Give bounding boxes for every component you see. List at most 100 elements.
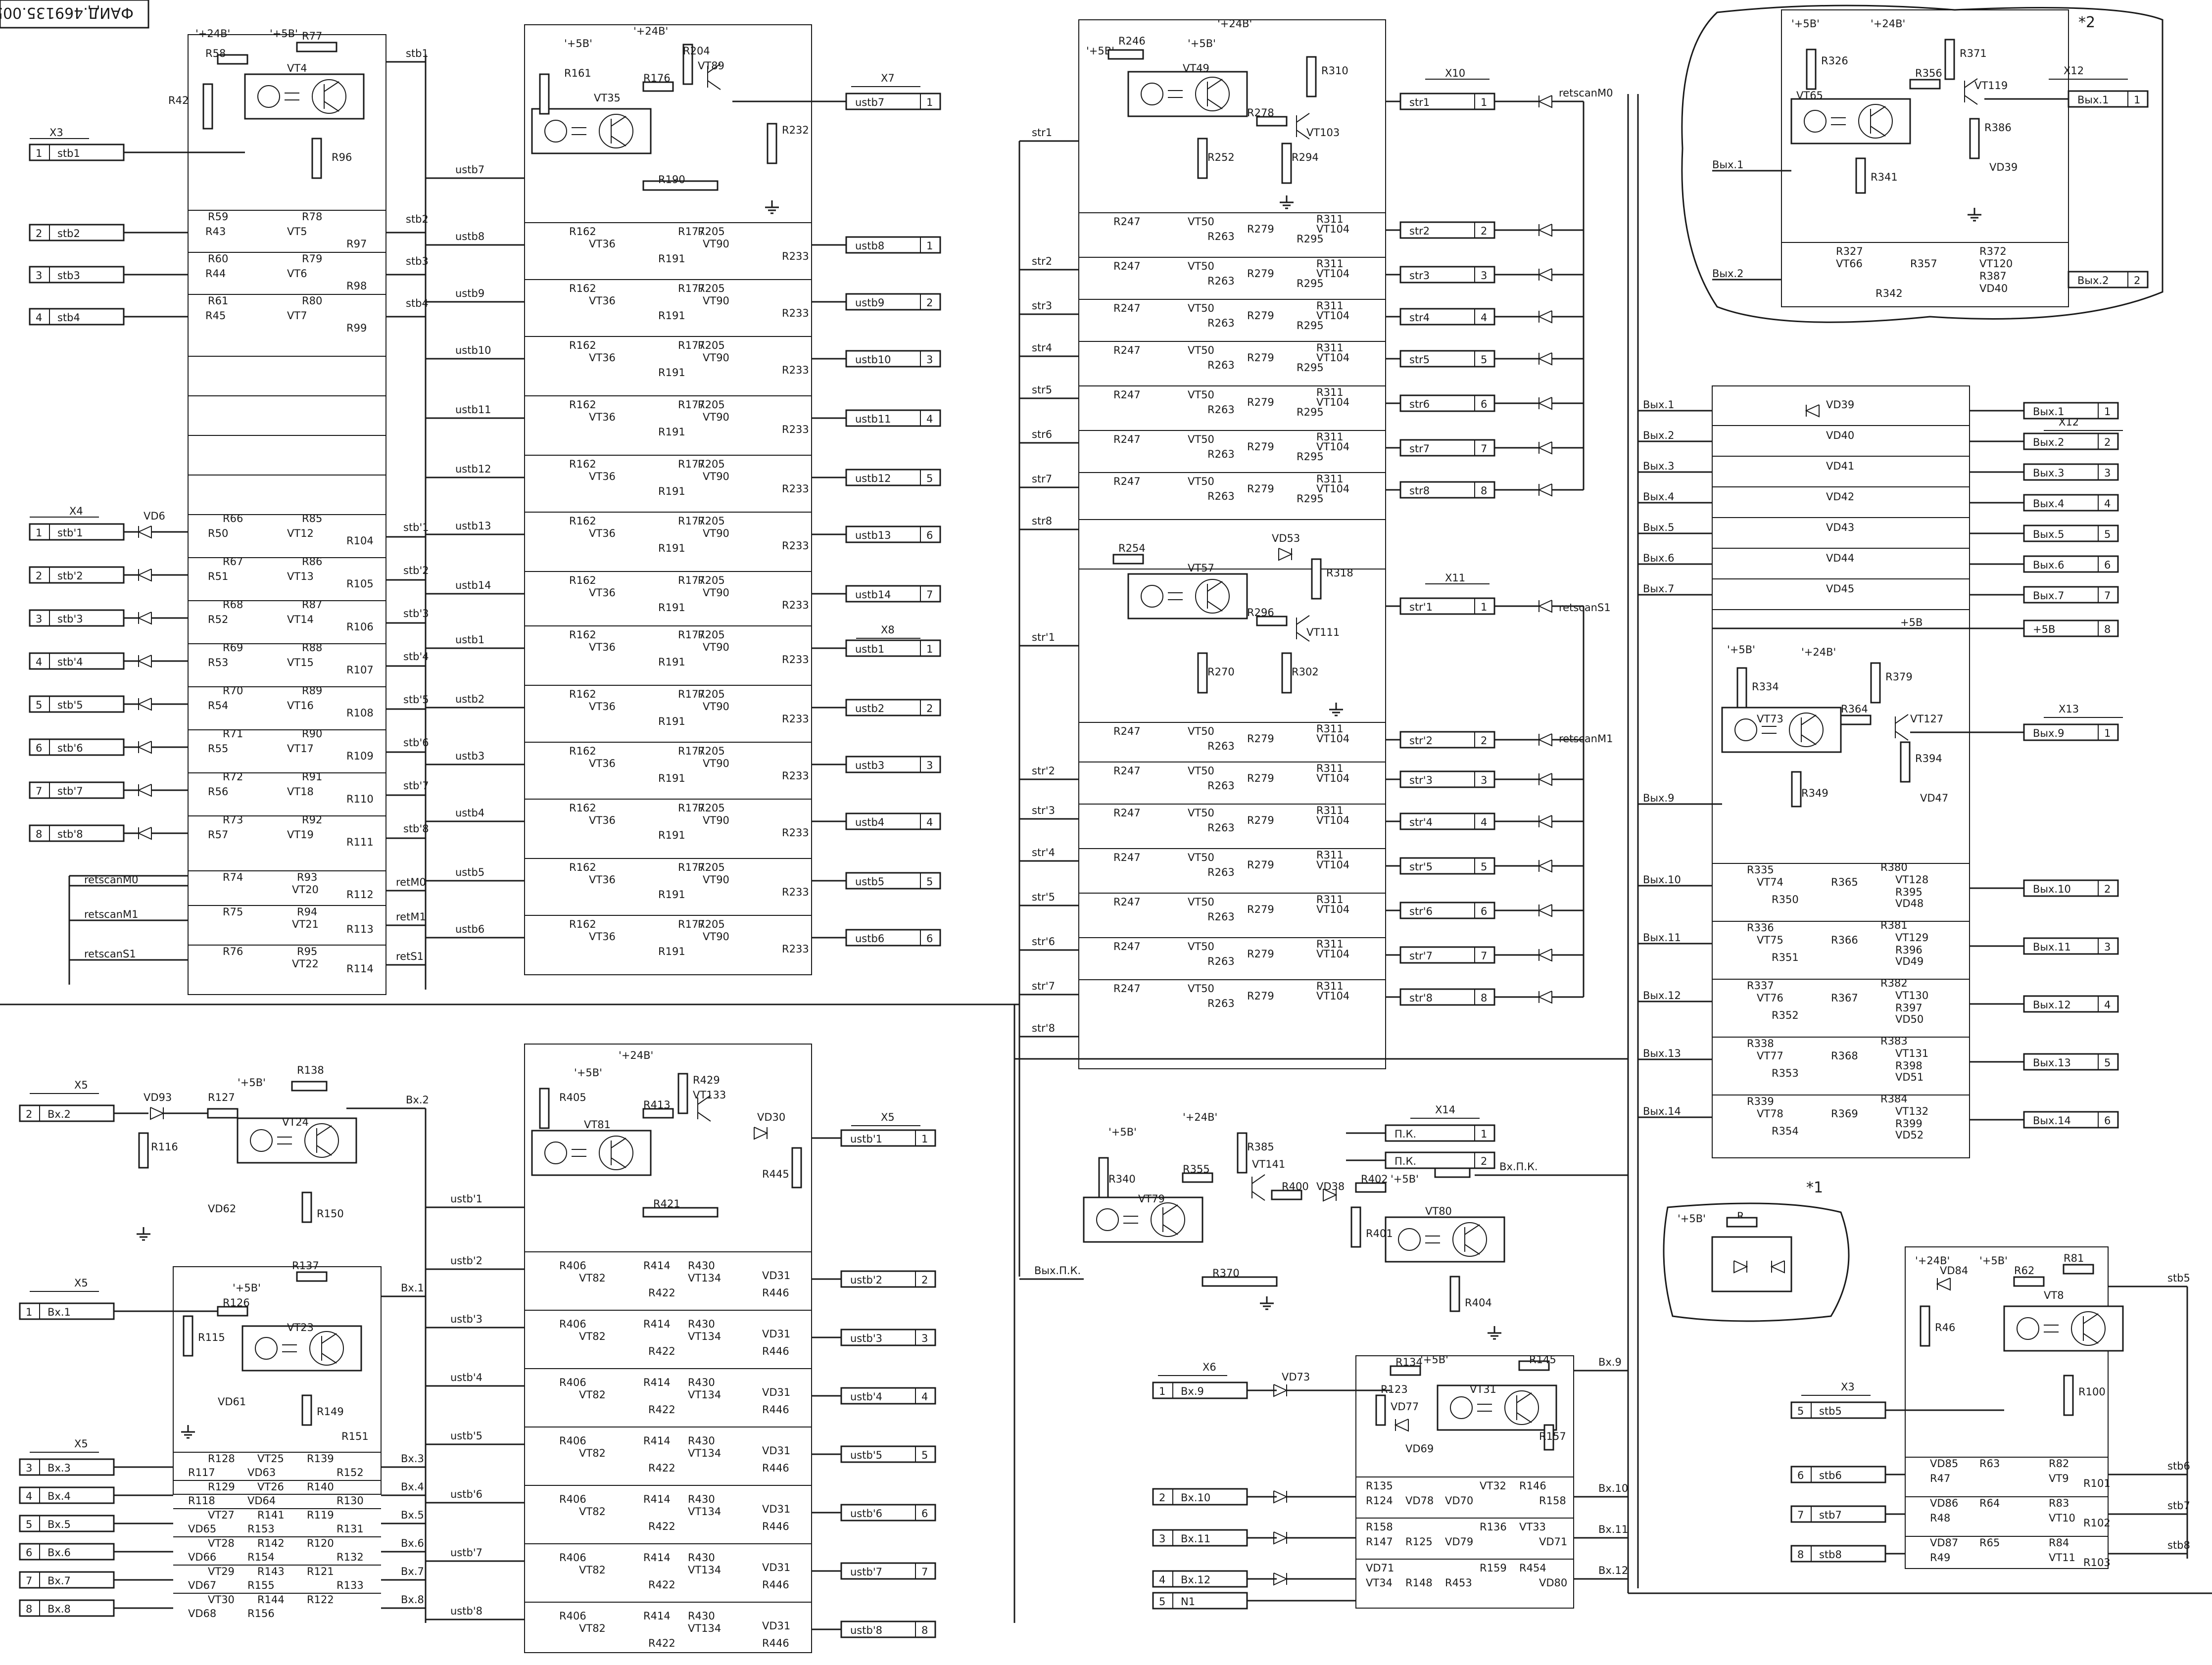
ref: R162 [569,918,596,930]
ref: R162 [569,399,596,411]
diode-note1 [1733,1260,1748,1274]
pin-number: 6 [921,1508,928,1520]
ref: VT29 [208,1566,235,1577]
connector-x5b: X5 [74,1277,88,1289]
ref: R371 [1960,48,1987,59]
rail-24v: '+24В' [1871,18,1905,30]
ref: R233 [782,424,809,435]
ref: R45 [205,310,226,322]
x13-pin-4-signal: Вых.12 [2033,999,2071,1011]
x5r-pin-5-signal: ustb'5 [850,1449,882,1461]
ref: VT90 [703,758,729,769]
signal-stb1: stb1 [406,48,429,59]
resistor-r404 [1449,1276,1460,1312]
ref: VT36 [589,471,616,482]
x12-pin-5 [2023,524,2119,542]
ref: R162 [569,861,596,873]
ref: VT119 [1974,80,2008,92]
ref: R446 [762,1462,789,1474]
optocoupler-vt23 [241,1325,362,1372]
x12-pin-7 [2023,586,2119,604]
rail-5v: '+5В' [564,38,592,49]
pin-number: 5 [921,1449,928,1461]
resistor-r326 [1806,48,1817,90]
x6-pin-1-signal: Вх.9 [1181,1385,1204,1397]
ref: VD63 [247,1467,276,1478]
transistor-emitter [1162,1224,1178,1235]
ref: R414 [643,1435,671,1447]
ref: R401 [1366,1228,1393,1239]
ref: R311 [1316,258,1344,270]
ref-vd: VD44 [1826,552,1854,564]
ref: R93 [297,871,317,883]
signal: ustb10 [455,344,491,356]
ref: R205 [698,339,725,351]
ref: R337 [1747,980,1774,992]
ref: R177 [678,861,705,873]
pin-number: 5 [1159,1596,1165,1608]
ref: R133 [337,1579,364,1591]
ref: R162 [569,745,596,757]
ref: R247 [1113,896,1141,908]
resistor-r334 [1736,667,1747,709]
ref: R205 [698,745,725,757]
x10-pin-2-signal: str2 [1409,225,1430,237]
ref: R113 [346,923,374,935]
resistor-r58 [217,54,248,65]
x3b-pin-6-signal: stb6 [1819,1470,1842,1481]
transistor-emitter [316,1145,332,1156]
pin-number: 1 [1159,1385,1165,1397]
ref: R318 [1326,567,1353,579]
transistor-vt111 [1296,615,1310,625]
ref: R138 [297,1064,324,1076]
ref: R246 [1118,35,1146,47]
ref: VT82 [579,1272,606,1284]
ref: R190 [658,174,685,186]
signal: stb'8 [403,823,429,835]
ref: R53 [208,657,228,668]
signal: ustb'8 [450,1605,482,1617]
ref: R90 [302,728,322,740]
led-icon [1398,1228,1421,1251]
connector-x13: X13 [2059,703,2079,715]
resistor-r254 [1112,554,1144,565]
x11-pin-3-signal: str'3 [1409,774,1433,786]
signal: str'8 [1032,1022,1055,1034]
ref: VT82 [579,1447,606,1459]
ref: R279 [1247,772,1274,784]
x10-pin-8-signal: str8 [1409,485,1430,497]
signal: ustb2 [455,693,484,705]
rail-5v: '+5В' [233,1282,261,1294]
ref: R176 [643,72,671,84]
ref: VT104 [1316,772,1349,784]
ref: R177 [678,745,705,757]
ref: R263 [1207,275,1235,287]
option-1-outline [1663,1202,1850,1322]
resistor-r302 [1281,652,1292,694]
ref: R116 [151,1141,178,1153]
ref: R310 [1321,65,1348,77]
transistor-vt127 [1895,731,1909,741]
signal: stb'1 [403,522,429,533]
pin-number: 3 [2104,941,2111,953]
transistor-collector [1162,1204,1178,1215]
ref: VT23 [287,1322,314,1333]
transistor-emitter [1516,1412,1532,1423]
transistor-emitter [1801,734,1817,745]
connector-x5: X5 [74,1079,88,1091]
ref: R177 [678,226,705,238]
signal-S1: retS1 [396,951,424,962]
signal: Вых.6 [1643,552,1674,564]
ref: R302 [1292,666,1319,678]
signal: ustb'2 [450,1255,482,1267]
ref: R101 [2083,1477,2111,1489]
ref: R156 [247,1608,275,1619]
pin-number: 8 [1797,1549,1804,1561]
ref: VT104 [1316,859,1349,871]
ref: R414 [643,1377,671,1388]
pin-number: 2 [2134,275,2140,286]
ustb-pin-13 [845,525,941,543]
ref: VT90 [703,701,729,713]
pin-number: 1 [926,96,933,108]
x4-pin-7-signal: stb'7 [57,785,83,797]
